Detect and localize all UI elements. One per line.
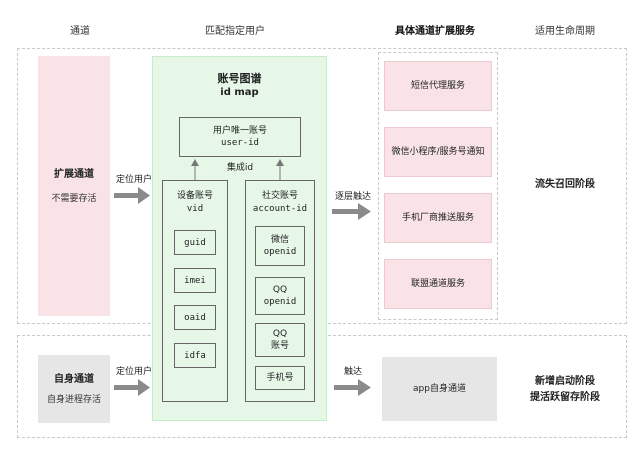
social-id-line1: 手机号	[266, 373, 294, 383]
social-account-code: account-id	[252, 204, 308, 214]
header-match-user: 匹配指定用户	[205, 26, 265, 37]
device-account-title: 设备账号	[176, 191, 213, 201]
ext-channel-panel: 扩展通道 不需要存活	[38, 56, 110, 316]
lifecycle-retention: 提活跃留存阶段	[530, 392, 600, 403]
social-id-item: 手机号	[255, 366, 305, 390]
header-lifecycle: 适用生命周期	[535, 26, 595, 37]
integrate-id-label: 集成id	[226, 163, 254, 173]
unique-account-title: 用户唯一账号	[212, 126, 267, 136]
id-map-subtitle: id map	[220, 87, 259, 98]
header-channel: 通道	[70, 26, 90, 37]
social-account-group	[245, 180, 315, 402]
tiered-reach-label: 逐层触达	[334, 192, 371, 202]
device-id-item: idfa	[174, 343, 216, 368]
social-id-line2: openid	[263, 297, 297, 307]
locate-arrow-bottom	[114, 379, 150, 396]
header-services: 具体通道扩展服务	[395, 26, 475, 37]
social-id-item: 微信 openid	[255, 226, 305, 266]
reach-label: 触达	[343, 367, 362, 377]
service-card: 微信小程序/服务号通知	[384, 127, 492, 177]
tiered-reach-arrow	[332, 203, 371, 220]
social-id-item: QQ 账号	[255, 323, 305, 357]
social-id-item: QQ openid	[255, 277, 305, 315]
social-id-line1: 微信	[270, 235, 289, 245]
social-id-line1: QQ	[272, 329, 288, 339]
social-id-line2: openid	[263, 247, 297, 257]
self-channel-subtitle: 自身进程存活	[46, 394, 101, 405]
device-account-code: vid	[186, 204, 204, 214]
social-id-line1: QQ	[272, 285, 288, 295]
device-id-item: guid	[174, 230, 216, 255]
self-channel-title: 自身通道	[54, 373, 94, 385]
service-card: 短信代理服务	[384, 61, 492, 111]
unique-account-box: 用户唯一账号 user-id	[179, 117, 301, 157]
social-account-title: 社交账号	[261, 191, 298, 201]
lifecycle-churn-recall: 流失召回阶段	[535, 179, 595, 190]
locate-arrow-top	[114, 187, 150, 204]
device-id-item: imei	[174, 268, 216, 293]
ext-channel-subtitle: 不需要存活	[51, 193, 97, 204]
device-account-group	[162, 180, 228, 402]
unique-account-code: user-id	[221, 138, 259, 148]
locate-user-label-top: 定位用户	[115, 175, 152, 185]
app-channel-box: app自身通道	[382, 357, 497, 421]
service-card: 联盟通道服务	[384, 259, 492, 309]
ext-channel-title: 扩展通道	[54, 168, 94, 180]
locate-user-label-bottom: 定位用户	[115, 367, 152, 377]
device-id-item: oaid	[174, 305, 216, 330]
self-channel-panel: 自身通道 自身进程存活	[38, 355, 110, 423]
social-id-line2: 账号	[270, 341, 289, 351]
id-map-panel	[152, 56, 327, 421]
lifecycle-new-startup: 新增启动阶段	[535, 376, 595, 387]
service-card: 手机厂商推送服务	[384, 193, 492, 243]
reach-arrow	[334, 379, 371, 396]
id-map-title: 账号图谱	[217, 72, 262, 85]
services-container	[378, 52, 498, 320]
